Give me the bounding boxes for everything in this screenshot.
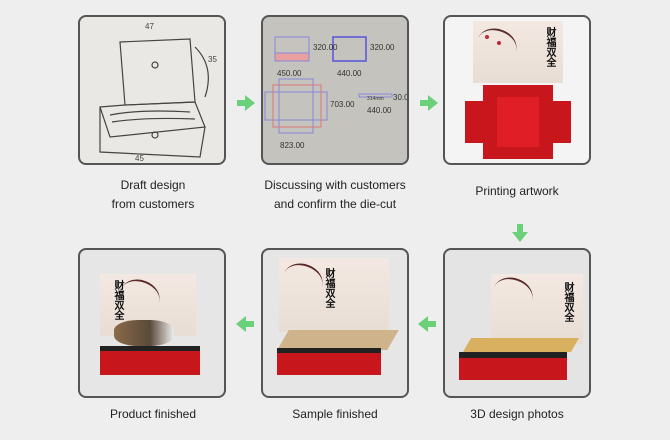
- caption-line: from customers: [111, 197, 195, 211]
- artwork-calligraphy: 财福双全: [544, 27, 555, 67]
- display-front: [459, 352, 567, 380]
- artwork-panel: 财福双全: [472, 21, 563, 83]
- caption-product: Product finished: [58, 405, 248, 424]
- arrow-down-icon: [512, 224, 528, 242]
- caption-line: Printing artwork: [475, 184, 559, 198]
- caption-line: Sample finished: [292, 407, 378, 421]
- caption-3d-design: 3D design photos: [422, 405, 612, 424]
- dim-label: 440.00: [367, 106, 392, 115]
- sketch-drawing: 47 35 45: [99, 22, 217, 163]
- artwork-calligraphy: 财福双全: [112, 280, 123, 320]
- step-dieline-image: 320.00 320.00 450.00 440.00 703.00 440.0…: [261, 15, 409, 165]
- sketch-dim: 45: [135, 154, 144, 163]
- cat: [114, 320, 174, 346]
- step-sample-image: 财福双全: [261, 248, 409, 398]
- arrow-left-icon: [236, 316, 254, 332]
- display-back: 财福双全: [488, 272, 583, 344]
- artwork-calligraphy: 财福双全: [323, 268, 334, 308]
- step-3d-design-image: 财福双全: [443, 248, 591, 398]
- sketch-dim: 35: [208, 55, 217, 64]
- caption-line: Discussing with customers: [264, 178, 406, 192]
- artwork-calligraphy: 财福双全: [562, 282, 573, 322]
- dim-label: 320.00: [313, 43, 338, 52]
- caption-sample: Sample finished: [240, 405, 430, 424]
- dim-label: 314mm: [367, 96, 384, 102]
- arrow-right-icon: [420, 95, 438, 111]
- sketch-dim: 47: [145, 22, 154, 31]
- step-draft-design-image: 47 35 45: [78, 15, 226, 165]
- caption-line: 3D design photos: [470, 407, 564, 421]
- product-front: [100, 346, 200, 375]
- sample-front: [277, 348, 381, 375]
- step-product-image: 财福双全: [78, 248, 226, 398]
- dim-label: 450.00: [277, 69, 302, 78]
- caption-line: Draft design: [120, 178, 186, 192]
- step-printing-artwork-image: 财福双全: [443, 15, 591, 165]
- dim-label: 703.00: [330, 100, 355, 109]
- sample-back: 财福双全: [278, 258, 389, 332]
- dim-label: 30.00: [393, 93, 409, 102]
- display-tray: [462, 338, 580, 352]
- dim-label: 320.00: [370, 43, 395, 52]
- arrow-right-icon: [237, 95, 255, 111]
- dieline-drawing: [264, 36, 393, 134]
- caption-dieline: Discussing with customers and confirm the…: [240, 176, 430, 214]
- caption-draft-design: Draft design from customers: [58, 176, 248, 214]
- arrow-left-icon: [418, 316, 436, 332]
- caption-printing-artwork: Printing artwork: [422, 182, 612, 201]
- sample-tray: [277, 330, 399, 350]
- caption-line: and confirm the die-cut: [273, 197, 397, 211]
- dim-label: 440.00: [337, 69, 362, 78]
- caption-line: Product finished: [109, 407, 197, 421]
- dim-label: 823.00: [280, 141, 305, 150]
- dieline-base: [497, 97, 539, 147]
